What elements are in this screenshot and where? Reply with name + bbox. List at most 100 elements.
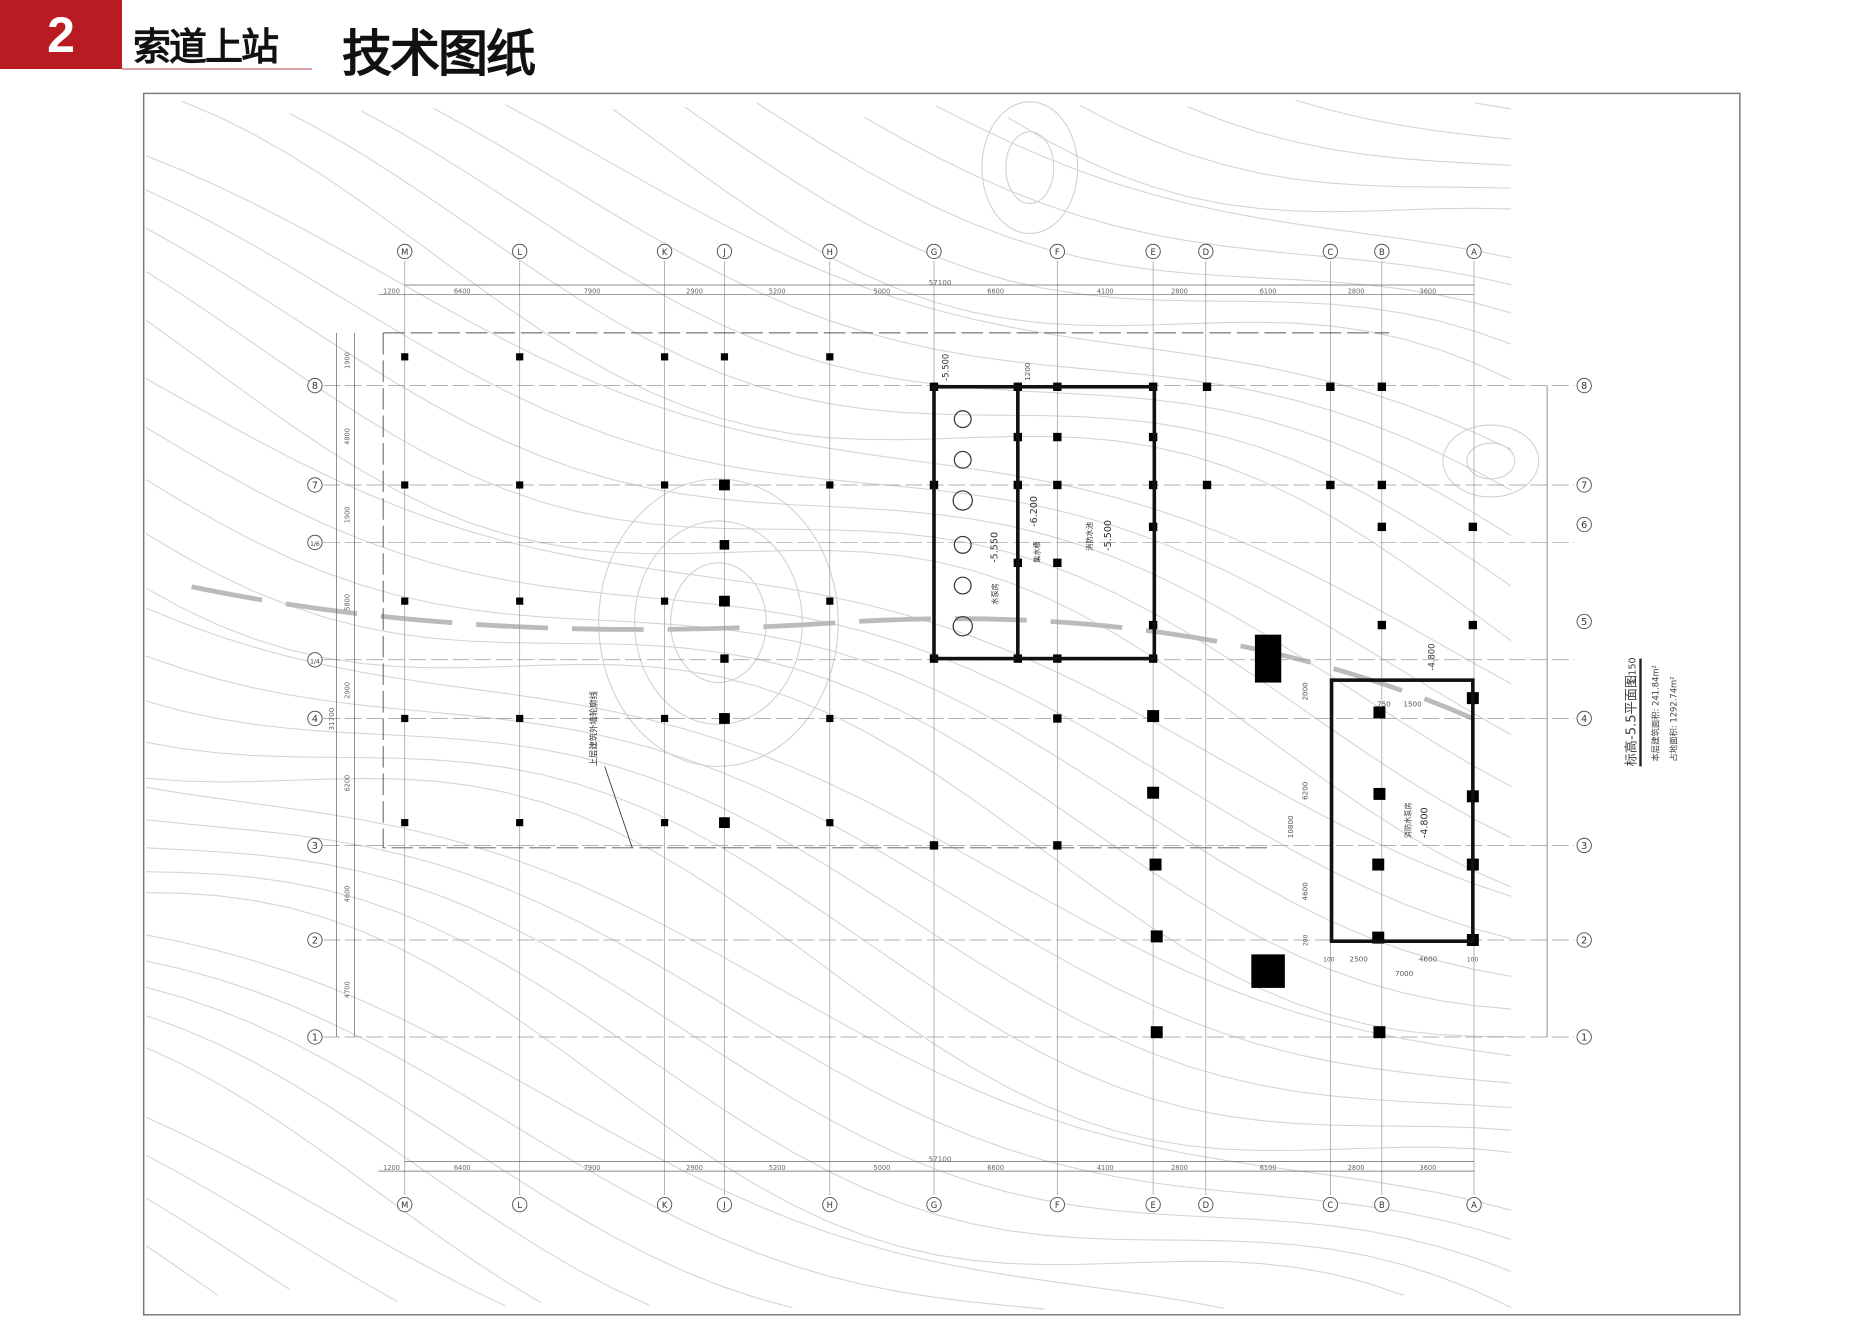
- column-axis-bubble: [1145, 1196, 1161, 1213]
- contour-line: [684, 106, 1512, 345]
- row-axis-bubble-right: [1576, 477, 1592, 493]
- room-label-pool: 消防水池: [1085, 522, 1094, 551]
- contour-line: [1475, 102, 1512, 110]
- axis-grid: MMLLKKJJHHGGFFEEDDCCBBAA871/61/443218765…: [307, 243, 1592, 1213]
- annex-width-1: 2500: [1350, 955, 1369, 964]
- column-axis-label: G: [931, 247, 937, 257]
- contour-line: [145, 1245, 219, 1296]
- column-axis-label: H: [827, 1200, 833, 1210]
- column-square: [1377, 480, 1387, 490]
- contour-line: [1007, 117, 1512, 213]
- room-elev-pump: -5.550: [989, 532, 1000, 563]
- contour-line: [145, 786, 1512, 1211]
- column-square: [719, 540, 730, 550]
- annex-width-2: 4600: [1419, 955, 1438, 964]
- column-axis-bubble: [1466, 1196, 1482, 1213]
- floor-area: 本层建筑面积: 241.84m²: [1650, 665, 1660, 762]
- column-square: [1147, 786, 1160, 799]
- site-area: 占地面积: 1292.74m²: [1668, 676, 1678, 761]
- dimension-label: 2800: [1171, 287, 1188, 295]
- column-square: [1053, 714, 1062, 723]
- column-square: [401, 353, 409, 361]
- row-axis-label: 8: [312, 381, 318, 392]
- column-axis-bubble: [926, 1196, 942, 1213]
- page-title: 技术图纸: [342, 25, 536, 83]
- dimension-label: 7900: [584, 1164, 601, 1172]
- dimension-label: 6100: [1260, 1164, 1277, 1172]
- column-axis-label: K: [662, 1200, 668, 1210]
- column-axis-bubble: [822, 243, 838, 260]
- row-axis-label: 1/6: [310, 541, 320, 548]
- column-square: [401, 714, 409, 723]
- row-axis-label-right: 6: [1581, 520, 1587, 531]
- total-dimension: 57100: [929, 1155, 952, 1164]
- column-square: [929, 841, 939, 850]
- column-square: [719, 817, 730, 829]
- column-square: [1053, 558, 1062, 567]
- column-axis-label: M: [401, 247, 408, 257]
- row-axis-label-right: 2: [1581, 936, 1587, 947]
- column-square: [401, 597, 409, 605]
- column-axis-bubble: [926, 243, 942, 260]
- column-square: [826, 481, 834, 489]
- row-axis-label: 3: [312, 841, 318, 852]
- contour-line: [756, 102, 1512, 314]
- dimension-label: 5200: [769, 287, 786, 295]
- column-square: [720, 654, 729, 663]
- contour-line: [145, 1015, 650, 1306]
- column-square: [1372, 931, 1385, 944]
- total-dimension: 57100: [929, 278, 952, 287]
- column-square: [826, 353, 834, 361]
- column-square: [401, 481, 409, 489]
- column-square: [826, 597, 834, 605]
- subtitle-underline: [122, 68, 312, 70]
- row-axis-bubble-right: [1576, 932, 1592, 948]
- column-axis-bubble: [1374, 243, 1390, 260]
- column-axis-bubble: [1322, 243, 1339, 260]
- column-square: [516, 819, 524, 827]
- dimension-label: 6200: [344, 775, 352, 792]
- contour-line: [146, 819, 1512, 1240]
- column-square: [660, 353, 669, 361]
- row-axis-bubble: [307, 710, 323, 727]
- column-axis-label: F: [1055, 247, 1060, 257]
- column-axis-bubble: [716, 1196, 733, 1213]
- contour-line: [1295, 99, 1512, 140]
- column-axis-bubble: [1198, 243, 1214, 260]
- annex-height-3: 4600: [1301, 882, 1310, 901]
- contour-line: [181, 100, 1512, 642]
- room-label-pump: 水泵房: [990, 583, 999, 605]
- dimension-label: 6600: [987, 1164, 1004, 1172]
- dimension-label: 4100: [1097, 1164, 1114, 1172]
- annex-width-4: 100: [1467, 957, 1479, 964]
- column-square: [1149, 858, 1162, 871]
- leader-note: 上层建筑外墙轮廓线: [588, 690, 633, 848]
- column-axis-label: D: [1203, 1200, 1209, 1210]
- row-axis-bubble: [307, 534, 323, 551]
- column-axis-label: C: [1327, 247, 1333, 257]
- annex-width-3: 100: [1323, 957, 1335, 964]
- contour-line: [145, 189, 1512, 736]
- column-axis-label: L: [517, 1200, 522, 1210]
- column-axis-bubble: [512, 1196, 528, 1213]
- column-square: [660, 714, 669, 723]
- column-axis-bubble: [656, 243, 673, 260]
- column-axis-bubble: [716, 243, 733, 260]
- contour-line: [936, 105, 1512, 259]
- row-axis-bubble: [307, 377, 323, 394]
- column-square: [1468, 522, 1478, 532]
- contour-line: [145, 1197, 291, 1290]
- contour-line: [145, 587, 1512, 1038]
- column-axis-bubble: [512, 243, 528, 260]
- column-square: [516, 353, 524, 361]
- row-axis-bubble: [307, 652, 323, 668]
- room-elev-sump: -6.200: [1029, 496, 1040, 527]
- row-axis-bubble: [307, 1029, 323, 1045]
- contour-ring: [1005, 131, 1055, 205]
- room-label-sump: 集水槽: [1032, 541, 1041, 563]
- contour-line: [145, 986, 793, 1309]
- annex-height-4: 200: [1303, 934, 1310, 946]
- annex-width-total: 7000: [1395, 969, 1414, 978]
- column-axis-bubble: [1466, 243, 1482, 260]
- pump-symbols: [952, 410, 973, 637]
